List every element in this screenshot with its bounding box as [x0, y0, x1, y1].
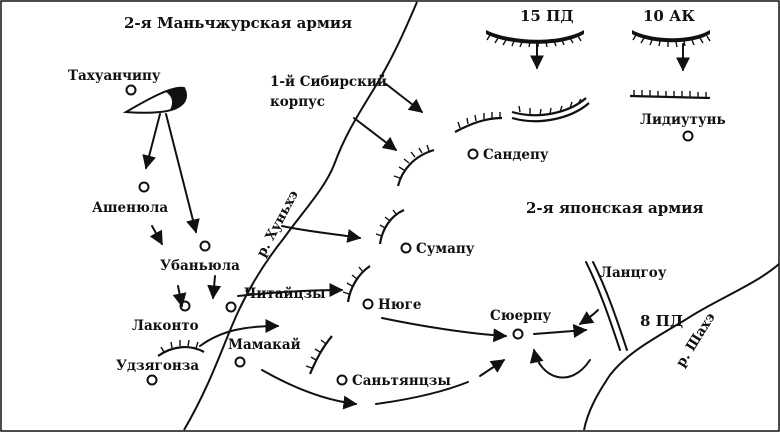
sandepu-small-trench — [454, 112, 503, 133]
label-nyuge: Нюге — [378, 297, 421, 313]
label-pd8: 8 ПД — [640, 312, 683, 330]
label-manchurian-army: 2-я Маньчжурская армия — [124, 14, 352, 32]
ashenyula-town — [138, 181, 150, 193]
sandepu-town — [467, 148, 479, 160]
label-udzyagonza: Удзягонза — [116, 358, 199, 374]
nyuge-trench — [342, 265, 371, 303]
ubanyula-arrow-1 — [172, 285, 187, 308]
label-lakonto: Лаконто — [132, 318, 199, 334]
label-ubanyula: Убаньюла — [160, 258, 240, 274]
udzyagonza-town — [146, 374, 158, 386]
nyuge-town — [362, 298, 374, 310]
nyuge-arrow — [381, 317, 508, 343]
siberian-corps-trench — [393, 144, 435, 187]
syuerpu-east-arrow — [533, 323, 588, 338]
label-sumapu: Сумапу — [416, 241, 475, 257]
ubanyula-arrow-2 — [207, 275, 222, 300]
sumapu-town — [400, 242, 412, 254]
shahe-river — [583, 263, 780, 431]
lidiutun-town — [682, 130, 694, 142]
sumapu-trench — [375, 208, 405, 245]
hunhe-river — [183, 1, 418, 431]
pd15-position — [486, 30, 584, 48]
takhuanchipu-position — [122, 86, 187, 114]
ak10-position — [632, 30, 711, 48]
counter-arrow — [529, 348, 591, 379]
label-takhuanchipu: Тахуанчипу — [68, 68, 161, 84]
mamakay-town — [234, 356, 246, 368]
chitaytsy-town — [225, 301, 237, 313]
ubanyula-town — [199, 240, 211, 252]
takhuanchipu-arrow-1 — [142, 113, 161, 170]
label-lidiutun: Лидиутунь — [640, 112, 726, 128]
label-syuerpu: Сюерпу — [490, 308, 551, 324]
chitaytsy-arrow — [237, 283, 344, 298]
mamakay-arrow — [261, 369, 358, 410]
santyantsy-town — [336, 374, 348, 386]
movement-arrows — [142, 43, 690, 410]
label-lantsgou: Ланцгоу — [600, 265, 667, 281]
santyantsy-line — [375, 381, 469, 405]
label-ashenyula: Ашенюла — [92, 200, 168, 216]
syuerpu-town — [512, 328, 524, 340]
label-ak10: 10 АК — [643, 7, 695, 25]
siberian-arrow-2 — [353, 117, 398, 151]
santyantsy-arrow — [479, 359, 506, 377]
siberian-arrow-1 — [385, 83, 424, 113]
ashenyula-arrow — [149, 225, 163, 246]
label-siberian-line1: 1-й Сибирский — [270, 74, 387, 90]
label-japanese-army: 2-я японская армия — [526, 199, 703, 217]
lakonto-arrow — [199, 319, 280, 347]
lantsgou-arrow — [578, 309, 599, 325]
takhuanchipu-arrow-2 — [165, 113, 200, 234]
label-mamakay: Мамакай — [228, 337, 301, 353]
mamakay-trench — [305, 335, 333, 375]
lidiutun-trench — [629, 90, 711, 100]
label-santyantsy: Саньтянцзы — [352, 373, 451, 389]
sandepu-double-trench — [511, 97, 590, 123]
label-chitaytsy: Читайцзы — [244, 286, 326, 302]
hunhe-arrow — [281, 225, 362, 243]
label-sandepu: Сандепу — [483, 147, 549, 163]
takhuanchipu-town — [125, 84, 137, 96]
lantsgou-double-line — [585, 261, 628, 351]
udzyagonza-trench — [157, 339, 205, 357]
label-pd15: 15 ПД — [520, 7, 574, 25]
label-siberian-line2: корпус — [270, 94, 325, 110]
